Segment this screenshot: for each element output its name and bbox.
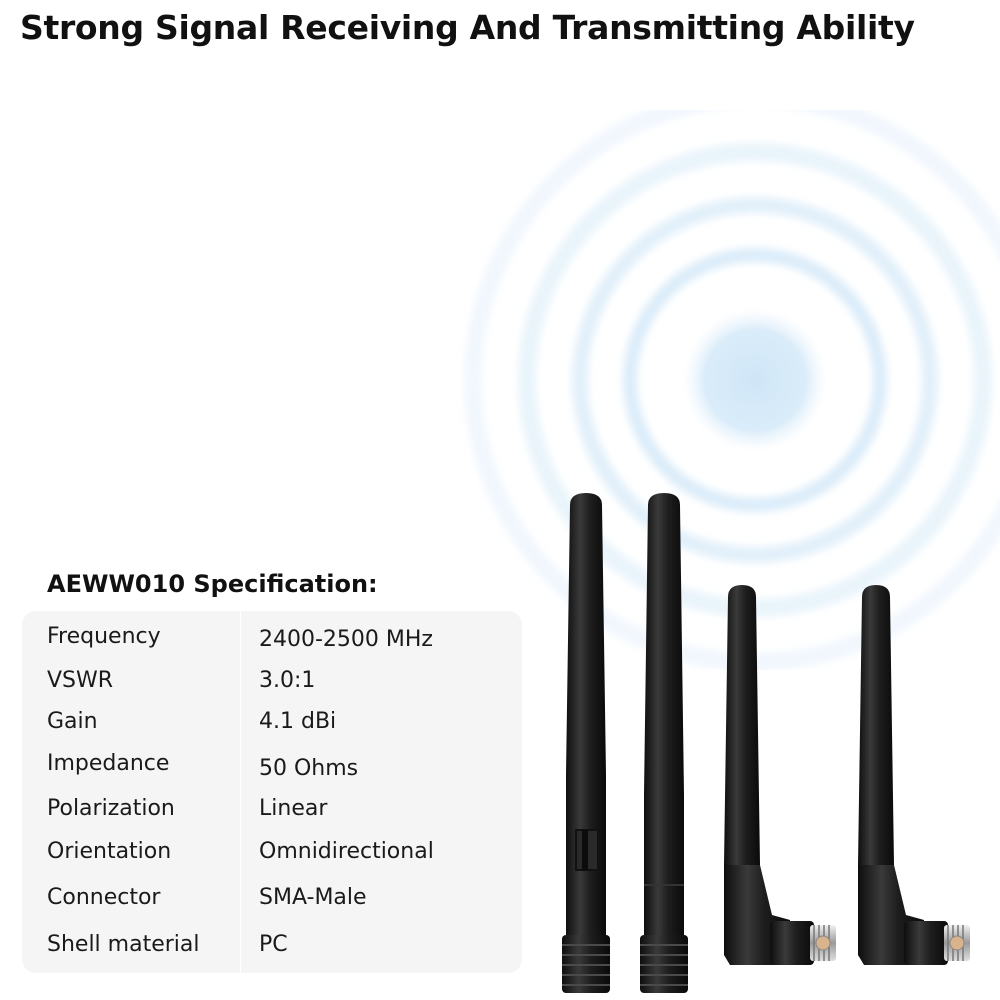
spec-row: Gain 4.1 dBi bbox=[22, 700, 522, 742]
spec-value: 4.1 dBi bbox=[259, 708, 337, 734]
spec-label: Orientation bbox=[47, 838, 172, 864]
spec-row: Shell material PC bbox=[22, 923, 522, 965]
spec-row: Orientation Omnidirectional bbox=[22, 830, 522, 872]
spec-row: VSWR 3.0:1 bbox=[22, 659, 522, 701]
spec-row: Impedance 50 Ohms bbox=[22, 742, 522, 784]
spec-value: Omnidirectional bbox=[259, 838, 434, 864]
page-headline: Strong Signal Receiving And Transmitting… bbox=[20, 8, 915, 47]
spec-value: 2400-2500 MHz bbox=[259, 627, 433, 652]
spec-label: Gain bbox=[47, 708, 98, 734]
spec-label: Frequency bbox=[47, 623, 161, 649]
spec-label: Shell material bbox=[47, 931, 200, 957]
antenna-3 bbox=[724, 585, 836, 965]
spec-value: Linear bbox=[259, 795, 328, 821]
antenna-2 bbox=[640, 493, 688, 993]
antenna-4 bbox=[858, 585, 970, 965]
spec-row: Polarization Linear bbox=[22, 787, 522, 829]
spec-table: Frequency 2400-2500 MHz VSWR 3.0:1 Gain … bbox=[22, 611, 522, 973]
spec-label: Impedance bbox=[47, 750, 170, 776]
spec-label: VSWR bbox=[47, 667, 114, 693]
antenna-icon bbox=[562, 493, 970, 993]
spec-value: 50 Ohms bbox=[259, 756, 359, 781]
spec-label: Polarization bbox=[47, 795, 175, 821]
spec-title: AEWW010 Specification: bbox=[47, 570, 378, 598]
spec-row: Frequency 2400-2500 MHz bbox=[22, 615, 522, 657]
antenna-1 bbox=[562, 493, 610, 993]
spec-label: Connector bbox=[47, 884, 161, 910]
spec-value: SMA-Male bbox=[259, 884, 367, 910]
spec-value: 3.0:1 bbox=[259, 667, 316, 693]
spec-row: Connector SMA-Male bbox=[22, 876, 522, 918]
spec-divider bbox=[240, 611, 241, 973]
spec-value: PC bbox=[259, 931, 288, 957]
